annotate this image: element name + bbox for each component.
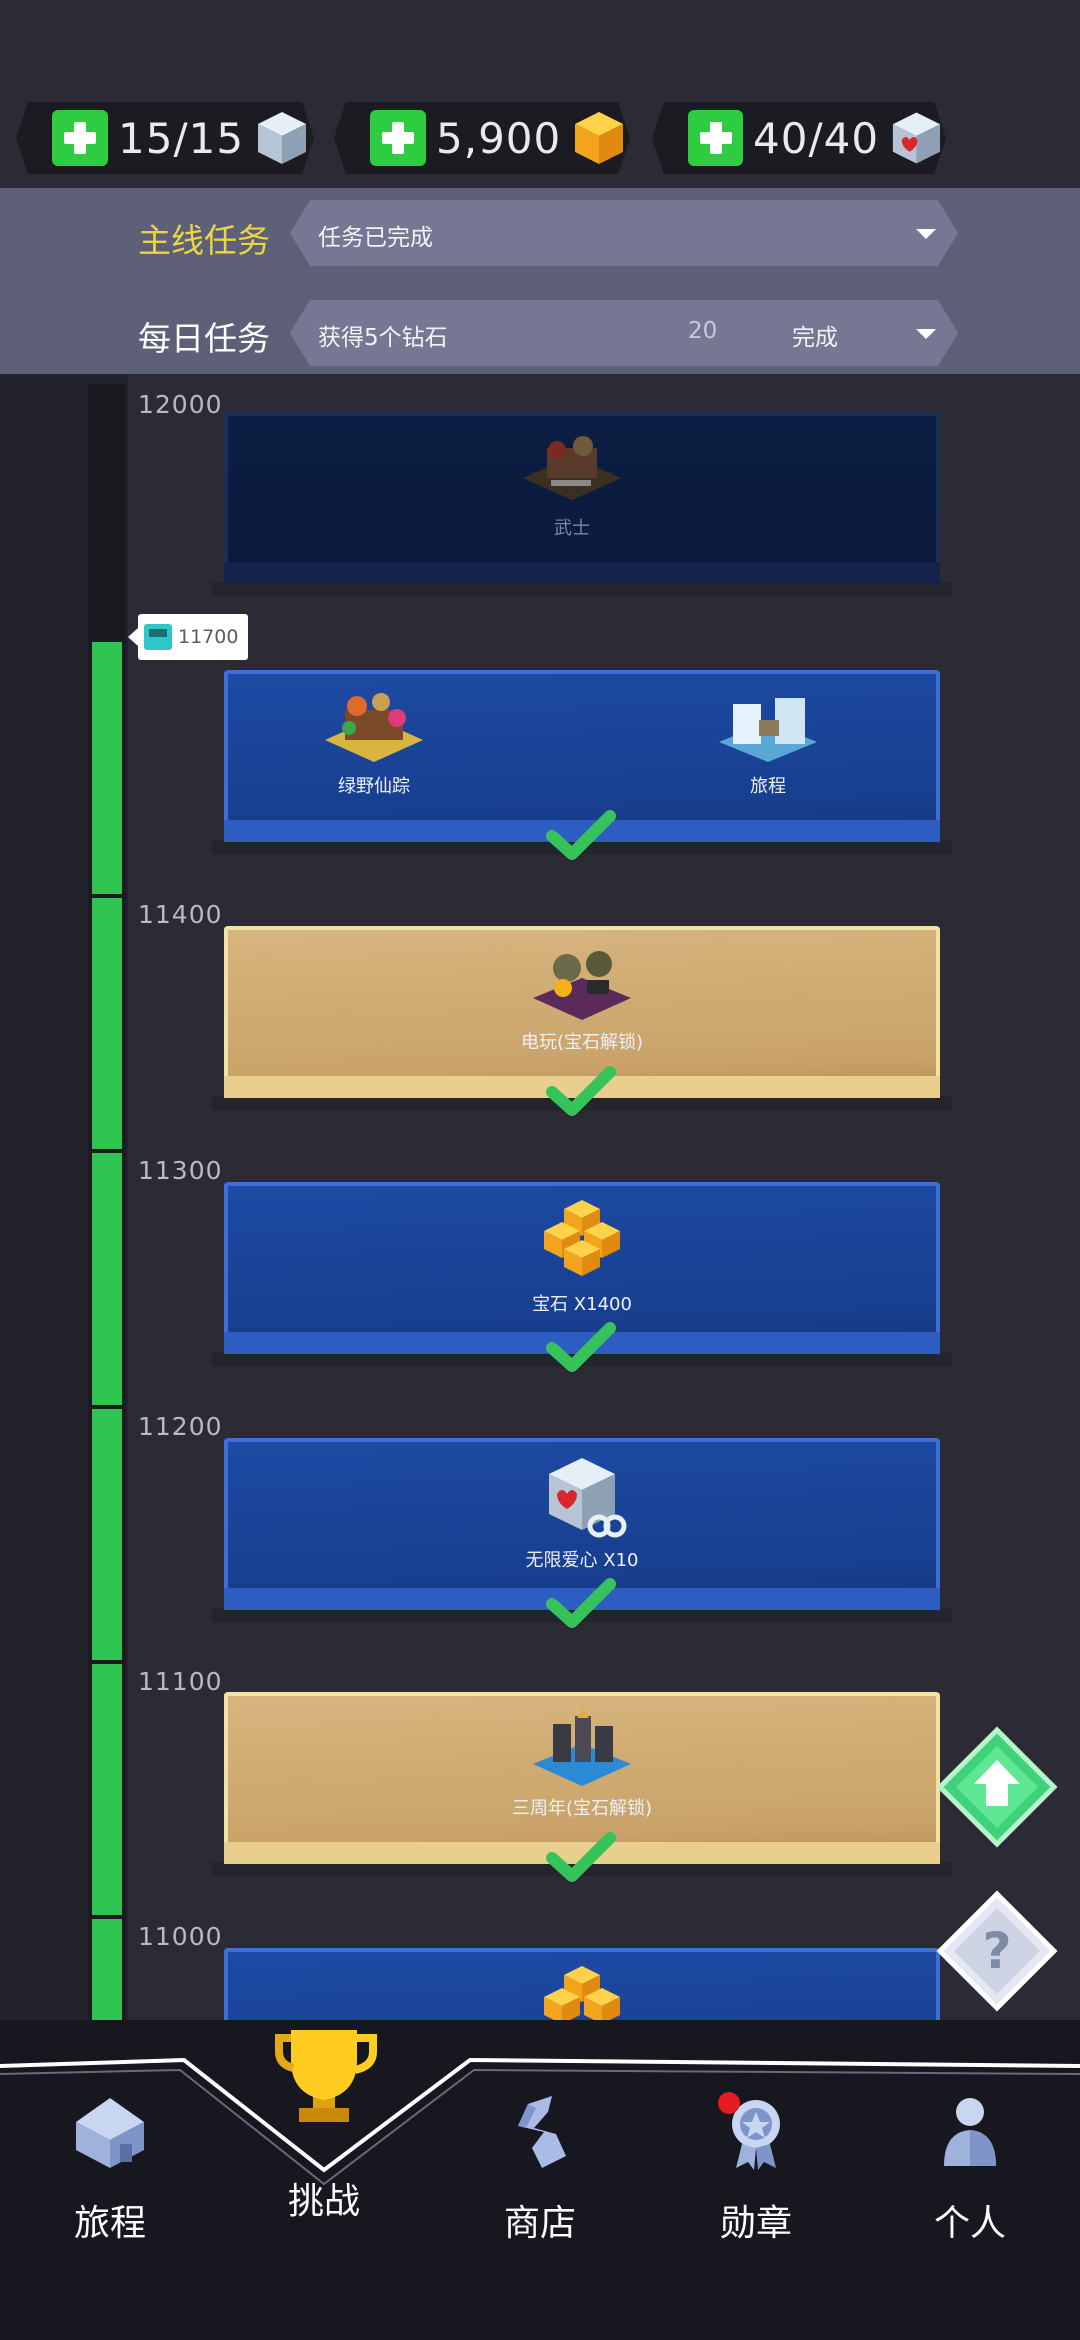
quest-panel: 主线任务 任务已完成 每日任务 获得5个钻石 20 完成 (0, 188, 1080, 374)
gem-value: 5,900 (436, 113, 562, 163)
question-icon: ? (982, 1922, 1011, 1980)
nav-medals[interactable]: 勋章 (666, 2092, 846, 2244)
nav-label: 旅程 (73, 2203, 146, 2244)
current-score: 11700 (178, 626, 239, 648)
completed-check-icon (546, 1066, 616, 1116)
reward-label: 电玩(宝石解锁) (520, 1032, 644, 1053)
gem-pile-icon (544, 1966, 620, 2020)
segment-divider (88, 1405, 126, 1409)
main-quest-label: 主线任务 (138, 221, 270, 260)
heart-value: 40/40 (753, 113, 880, 163)
anniversary-level-icon (533, 1708, 631, 1786)
level-label: 11400 (138, 900, 223, 929)
person-icon (944, 2098, 996, 2166)
nav-label: 挑战 (287, 2181, 360, 2222)
arcade-level-icon (533, 951, 631, 1020)
reward-card-11300[interactable]: 宝石 X1400 (212, 1182, 952, 1372)
trophy-icon (275, 2030, 377, 2122)
segment-divider (88, 1915, 126, 1919)
completed-check-icon (546, 1832, 616, 1882)
reward-card-11400[interactable]: 电玩(宝石解锁) (212, 926, 952, 1116)
reward-label: 武士 (554, 518, 590, 539)
heart-cube-icon (892, 112, 941, 164)
completed-check-icon (546, 810, 616, 860)
reward-label: 无限爱心 X10 (525, 1550, 639, 1571)
reward-card-11200[interactable]: 无限爱心 X10 (212, 1438, 952, 1628)
segment-divider (88, 1660, 126, 1664)
reward-label: 宝石 X1400 (532, 1294, 632, 1315)
samurai-level-icon (523, 436, 621, 500)
progress-fill (92, 642, 122, 2020)
nav-journey[interactable]: 旅程 (20, 2092, 200, 2244)
daily-quest-count: 20 (688, 318, 718, 344)
add-heart-icon[interactable] (688, 110, 744, 166)
daily-quest-text: 获得5个钻石 (318, 325, 448, 351)
level-label: 12000 (138, 390, 223, 419)
gem-counter[interactable]: 5,900 (334, 102, 630, 174)
shop-icon (518, 2096, 566, 2168)
completed-check-icon (546, 1578, 616, 1628)
reward-card-12000[interactable]: 武士 (212, 412, 952, 596)
notification-badge (718, 2092, 740, 2114)
reward-label: 绿野仙踪 (338, 776, 410, 797)
nav-label: 勋章 (719, 2203, 792, 2244)
reward-card-11700[interactable]: 绿野仙踪 旅程 (212, 670, 952, 860)
reward-arcade[interactable]: 电玩(宝石解锁) (472, 940, 692, 1054)
help-button[interactable]: ? (934, 1888, 1060, 2014)
challenge-track[interactable]: 12000 11400 11300 11200 11100 11000 1170… (0, 374, 1080, 2020)
chevron-down-icon[interactable] (916, 329, 936, 339)
reward-anniversary[interactable]: 三周年(宝石解锁) (472, 1706, 692, 1820)
reward-gems[interactable]: 宝石 X1400 (472, 1196, 692, 1316)
segment-divider (88, 1149, 126, 1153)
reward-journey[interactable]: 旅程 (658, 684, 878, 798)
level-label: 11000 (138, 1922, 223, 1951)
infinite-heart-icon (549, 1458, 627, 1538)
arrow-up-icon (974, 1760, 1020, 1806)
nav-challenge[interactable]: 挑战 (234, 2020, 414, 2222)
level-label: 11300 (138, 1156, 223, 1185)
level-label: 11200 (138, 1412, 223, 1441)
gem-icon (575, 112, 624, 164)
currency-bar: 15/15 5,900 40/40 (0, 0, 1080, 188)
add-gem-icon[interactable] (370, 110, 426, 166)
daily-quest-label: 每日任务 (138, 319, 270, 358)
nav-shop[interactable]: 商店 (450, 2092, 630, 2244)
main-quest-dropdown[interactable]: 任务已完成 (290, 200, 958, 266)
reward-card-11000[interactable] (224, 1948, 940, 2020)
energy-value: 15/15 (118, 113, 245, 163)
medal-icon (732, 2100, 780, 2170)
segment-divider (88, 894, 126, 898)
green-fairy-level-icon (325, 693, 423, 762)
nav-profile[interactable]: 个人 (880, 2092, 1060, 2244)
main-quest-text: 任务已完成 (318, 225, 433, 251)
reward-hearts[interactable]: 无限爱心 X10 (472, 1452, 692, 1572)
bottom-navigation: 旅程 挑战 商店 勋章 (0, 2020, 1080, 2340)
completed-check-icon (546, 1322, 616, 1372)
reward-green-fairy[interactable]: 绿野仙踪 (264, 684, 484, 798)
reward-samurai[interactable]: 武士 (462, 426, 682, 540)
energy-counter[interactable]: 15/15 (16, 102, 314, 174)
ice-cube-icon (258, 112, 307, 164)
gem-pile-icon (544, 1200, 620, 1276)
nav-divider-line (0, 2057, 1080, 2186)
player-marker-icon (144, 624, 172, 650)
add-energy-icon[interactable] (52, 110, 108, 166)
reward-label: 三周年(宝石解锁) (511, 1798, 653, 1819)
nav-label: 个人 (933, 2203, 1006, 2244)
house-icon (76, 2098, 144, 2168)
reward-card-11100[interactable]: 三周年(宝石解锁) (212, 1692, 952, 1882)
reward-gems-partial[interactable] (472, 1962, 692, 2020)
daily-quest-status: 完成 (792, 325, 838, 351)
chevron-down-icon[interactable] (916, 229, 936, 239)
level-label: 11100 (138, 1667, 223, 1696)
nav-label: 商店 (503, 2203, 576, 2244)
daily-quest-dropdown[interactable]: 获得5个钻石 20 完成 (290, 300, 958, 366)
reward-label: 旅程 (750, 776, 786, 797)
journey-level-icon (719, 698, 817, 762)
current-score-marker: 11700 (128, 614, 248, 660)
heart-counter[interactable]: 40/40 (652, 102, 946, 174)
scroll-to-current-button[interactable] (934, 1724, 1060, 1850)
